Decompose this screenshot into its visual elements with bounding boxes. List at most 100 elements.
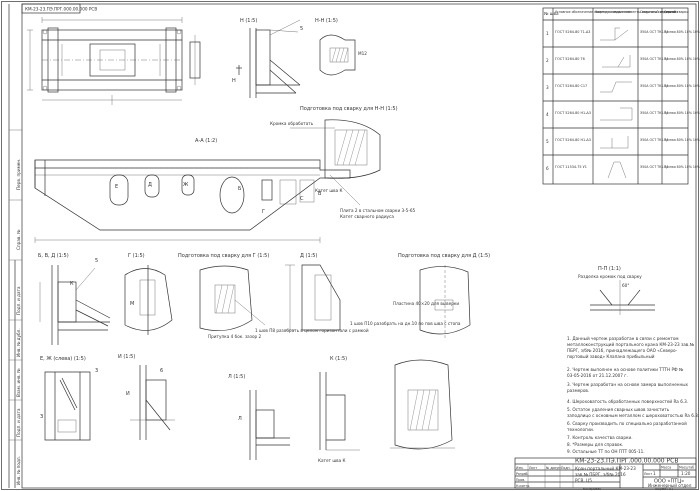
row4-std: ГОСТ 5264-80 Н1-Δ3 bbox=[555, 111, 591, 115]
table-h4: Сварочный материал bbox=[640, 10, 676, 14]
format-label: Формат А1 bbox=[655, 487, 673, 491]
row6-method: Ручная 80% 10% 10% bbox=[664, 165, 700, 169]
section-aa: А-А (1:2) Е Д Ж Б В Г С Плита 2 в стальн… bbox=[34, 138, 416, 243]
plan-view bbox=[27, 17, 201, 105]
title-sheet-num: 1 bbox=[653, 471, 656, 476]
view-g-mark-m: М bbox=[130, 301, 134, 307]
view-zh-mark-z: З bbox=[40, 414, 43, 420]
row1-std: ГОСТ 5264-80 Т1-Δ3 bbox=[555, 30, 590, 34]
view-l-mark: Л bbox=[238, 416, 242, 422]
view-h-leader-num: 5 bbox=[300, 26, 303, 32]
role-ncontr: Н.контр. bbox=[516, 484, 530, 488]
view-g: Г (1:5) М bbox=[124, 253, 173, 335]
mark-b: Б bbox=[238, 186, 242, 192]
notes-block: 1. Данный чертеж разработан в связи с ре… bbox=[567, 336, 699, 454]
row3-mat: Э50А ОСТ ТК1-11 bbox=[640, 84, 669, 88]
title-scale: 1:20 bbox=[681, 471, 691, 476]
prep-hh-title: Подготовка под сварку для Н-Н (1:5) bbox=[300, 106, 398, 112]
row3-num: 3 bbox=[546, 85, 549, 90]
note-1d: портовый завод» Клапана прибыльный bbox=[567, 354, 655, 359]
left-strip: Перв. примен. Справ. № Подп. и дата Инв.… bbox=[8, 4, 22, 488]
section-aa-callout-2: Катет сварного радиуса bbox=[340, 214, 394, 219]
row4-num: 4 bbox=[546, 112, 549, 117]
section-aa-callout: Плита 2 в стальном сварки 3-5-65 bbox=[340, 208, 416, 213]
copied-label: Копировал bbox=[583, 487, 601, 491]
view-h: Н (1:5) 5 Н bbox=[232, 18, 303, 98]
row6-std: ГОСТ 11534-75 У1 bbox=[555, 165, 587, 169]
title-org-2: Инженерный отдел bbox=[648, 483, 692, 488]
section-pp-angle: 60° bbox=[622, 283, 629, 288]
row5-method: Ручная 80% 10% 10% bbox=[664, 138, 700, 142]
view-i-mark: И bbox=[126, 391, 130, 397]
note-6b: технологии. bbox=[567, 427, 594, 432]
title-designation: КМ-23-23.ПЭ.ПРГ.000.00.000 РСВ bbox=[575, 458, 678, 465]
mark-g: Г bbox=[262, 209, 265, 215]
title-org-1: ООО «ПТЦ» bbox=[654, 479, 684, 485]
note-2b: 03-05-2016 от 21.12.2007 г. bbox=[567, 373, 628, 378]
table-h1: № шва bbox=[544, 11, 559, 16]
strip-label-3: Подп. и дата bbox=[16, 286, 21, 315]
note-5b: заподлицо с основным металлом с шерохова… bbox=[567, 413, 699, 418]
view-hh-dim: М12 bbox=[358, 51, 367, 56]
mark-zh: Ж bbox=[183, 182, 189, 188]
row6-num: 6 bbox=[546, 166, 549, 171]
prep-d: Подготовка под сварку для Д (1:5) Пласти… bbox=[350, 253, 490, 340]
view-m bbox=[390, 359, 455, 450]
role-sign: Подп. bbox=[561, 466, 571, 470]
view-b: Б, В, Д (1:5) К 5 bbox=[38, 253, 111, 345]
note-6: 6. Сварку производить по специально разр… bbox=[567, 421, 687, 426]
view-h-cut-mark: Н bbox=[232, 78, 236, 84]
strip-label-2: Справ. № bbox=[16, 229, 21, 250]
row4-mat: Э50А ОСТ ТК1-11 bbox=[640, 111, 669, 115]
table-h3: Конструктивные элементы сварного соедине… bbox=[595, 10, 678, 14]
note-1a: 1. Данный чертеж разработан в связи с ре… bbox=[567, 336, 679, 341]
prep-g: Подготовка под сварку для Г (1:5) Притуп… bbox=[178, 253, 369, 339]
row2-method: Ручная 80% 10% 10% bbox=[664, 57, 700, 61]
view-g-title: Г (1:5) bbox=[128, 253, 145, 259]
strip-label-4: Инв. № дубл. bbox=[16, 328, 21, 357]
section-pp-subtitle: Разделка кромок под сварку bbox=[578, 274, 642, 279]
row3-std: ГОСТ 5264-80 С17 bbox=[555, 84, 587, 88]
row3-method: Ручная 80% 10% 10% bbox=[664, 84, 700, 88]
strip-label-6: Подп. и дата bbox=[16, 408, 21, 437]
title-block: КМ-23-23.ПЭ.ПРГ.000.00.000 РСВ Кран порт… bbox=[514, 458, 697, 489]
prep-g-title: Подготовка под сварку для Г (1:5) bbox=[178, 253, 269, 259]
row1-method: Ручная 80% 10% 10% bbox=[664, 30, 700, 34]
view-i-leader: 6 bbox=[160, 368, 163, 374]
role-izm: Изм. bbox=[516, 466, 524, 470]
prep-hh-callout-2: Катет шва К bbox=[315, 188, 343, 193]
row2-std: ГОСТ 5264-80 Т6 bbox=[555, 57, 585, 61]
row5-std: ГОСТ 5264-80 Н1-Δ3 bbox=[555, 138, 591, 142]
title-scale-label: Масштаб bbox=[679, 466, 694, 470]
view-k-title: К (1:5) bbox=[330, 356, 347, 362]
prep-g-callout-2: 1 шов П8 разобрать в целом горизонтали с… bbox=[255, 328, 369, 333]
view-h-title: Н (1:5) bbox=[240, 18, 257, 24]
row1-mat: Э50А ОСТ ТК1-11 bbox=[640, 30, 669, 34]
row1-num: 1 bbox=[546, 31, 549, 36]
view-zh: Е, Ж (слева) (1:5) З 3 bbox=[40, 356, 98, 441]
title-name-1: Кран портальный КМ-23-23 bbox=[575, 466, 636, 471]
role-list: Лист bbox=[529, 466, 537, 470]
view-b-mark-k: К bbox=[70, 281, 74, 287]
view-k: К (1:5) Катет шва К bbox=[318, 356, 360, 463]
prep-hh-callout: Кромка обработать bbox=[270, 121, 314, 126]
note-2: 2. Чертеж выполнен на основе политики ТТ… bbox=[567, 367, 684, 372]
section-pp: П-П (1:1) Разделка кромок под сварку 60° bbox=[578, 266, 655, 315]
view-i: И (1:5) И 6 bbox=[118, 354, 175, 440]
row5-num: 5 bbox=[546, 139, 549, 144]
mark-d: Д bbox=[148, 182, 152, 188]
note-8: 8. *Размеры для справок. bbox=[567, 442, 623, 447]
note-3: 3. Чертеж разработан на основе замера вы… bbox=[567, 382, 689, 387]
prep-d-callout-2: 1 шов П10 разобрать на дн.10 по пов шва … bbox=[350, 321, 461, 326]
inner-frame bbox=[21, 3, 697, 489]
view-i-title: И (1:5) bbox=[118, 354, 135, 360]
view-hh-title: Н-Н (1:5) bbox=[315, 18, 338, 24]
mark-s: С bbox=[300, 196, 304, 202]
strip-label-5: Взам. инв. № bbox=[16, 368, 21, 397]
view-zh-leader: 3 bbox=[95, 368, 98, 374]
row4-method: Ручная 80% 10% 10% bbox=[664, 111, 700, 115]
title-name-2: зав.№ ПБРГ, з/б№ 2016 bbox=[575, 472, 626, 477]
role-prov: Пров. bbox=[516, 478, 525, 482]
